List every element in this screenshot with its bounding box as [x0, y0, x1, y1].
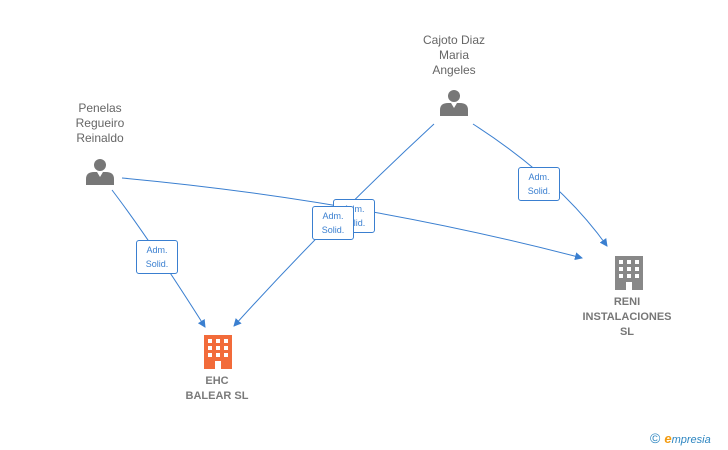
brand-logo: ©empresia — [650, 430, 711, 446]
building-icon[interactable] — [615, 256, 643, 290]
relation-badge: Adm. Solid. — [518, 167, 560, 201]
relation-role: Adm. — [528, 172, 550, 182]
relation-badge: Adm. Solid. — [136, 240, 178, 274]
relation-badge: Adm. Solid. — [312, 206, 354, 240]
person-name-cajoto[interactable]: Cajoto Diaz Maria Angeles — [422, 33, 486, 77]
copyright-icon: © — [650, 430, 661, 446]
relation-role: Adm. — [146, 245, 168, 255]
building-icon[interactable] — [204, 335, 232, 369]
relation-role: Adm. — [322, 211, 344, 221]
brand-name: mpresia — [671, 434, 711, 446]
brand-initial: e — [664, 431, 672, 446]
relation-type: Solid. — [145, 259, 169, 269]
person-icon[interactable] — [86, 159, 114, 185]
person-icon[interactable] — [440, 90, 468, 116]
company-name-reni[interactable]: RENI INSTALACIONES SL — [582, 296, 672, 338]
person-name-penelas[interactable]: Penelas Regueiro Reinaldo — [75, 101, 125, 145]
relation-type: Solid. — [527, 186, 551, 196]
relation-type: Solid. — [321, 225, 345, 235]
company-name-ehc[interactable]: EHC BALEAR SL — [185, 375, 249, 402]
